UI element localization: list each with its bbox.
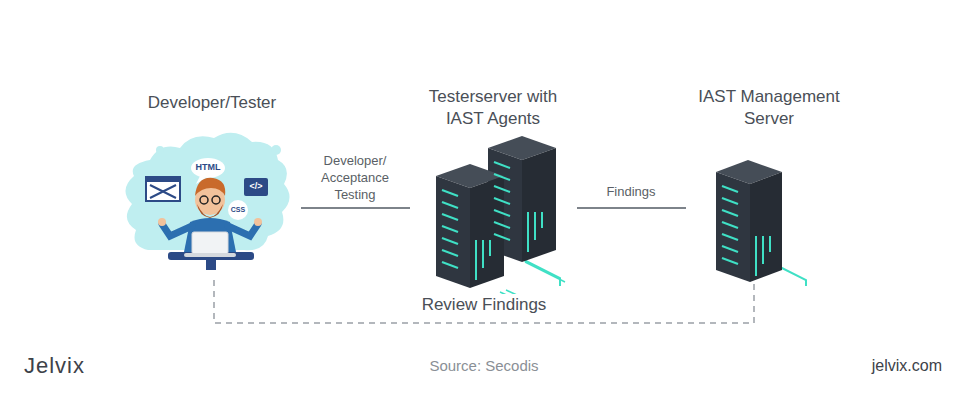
bubble-text: CSS [231, 206, 245, 214]
node-heading: Developer/Tester [128, 92, 296, 114]
server-illustration [716, 160, 806, 286]
edge-label: Findings [579, 183, 684, 200]
website: jelvix.com [872, 357, 942, 375]
developer-illustration [125, 133, 289, 270]
node-box: Developer/Tester [128, 92, 296, 280]
edge-label: Developer/ Acceptance Testing [303, 152, 408, 203]
connector [214, 280, 754, 323]
node-box: IAST Management Server [690, 86, 848, 284]
server-lights [442, 162, 770, 280]
bubble-text: HTML [196, 163, 221, 173]
connector [301, 207, 410, 209]
connector [577, 207, 686, 209]
node-box: Testerserver with IAST Agents [414, 86, 572, 290]
code-icon-text: </> [249, 182, 262, 192]
edge-label: Review Findings [419, 294, 550, 316]
node-heading: Testerserver with IAST Agents [414, 86, 572, 130]
source-note: Source: Secodis [429, 358, 538, 375]
server-illustration [436, 136, 565, 306]
node-heading: IAST Management Server [690, 86, 848, 130]
logo: Jelvix [24, 354, 85, 378]
